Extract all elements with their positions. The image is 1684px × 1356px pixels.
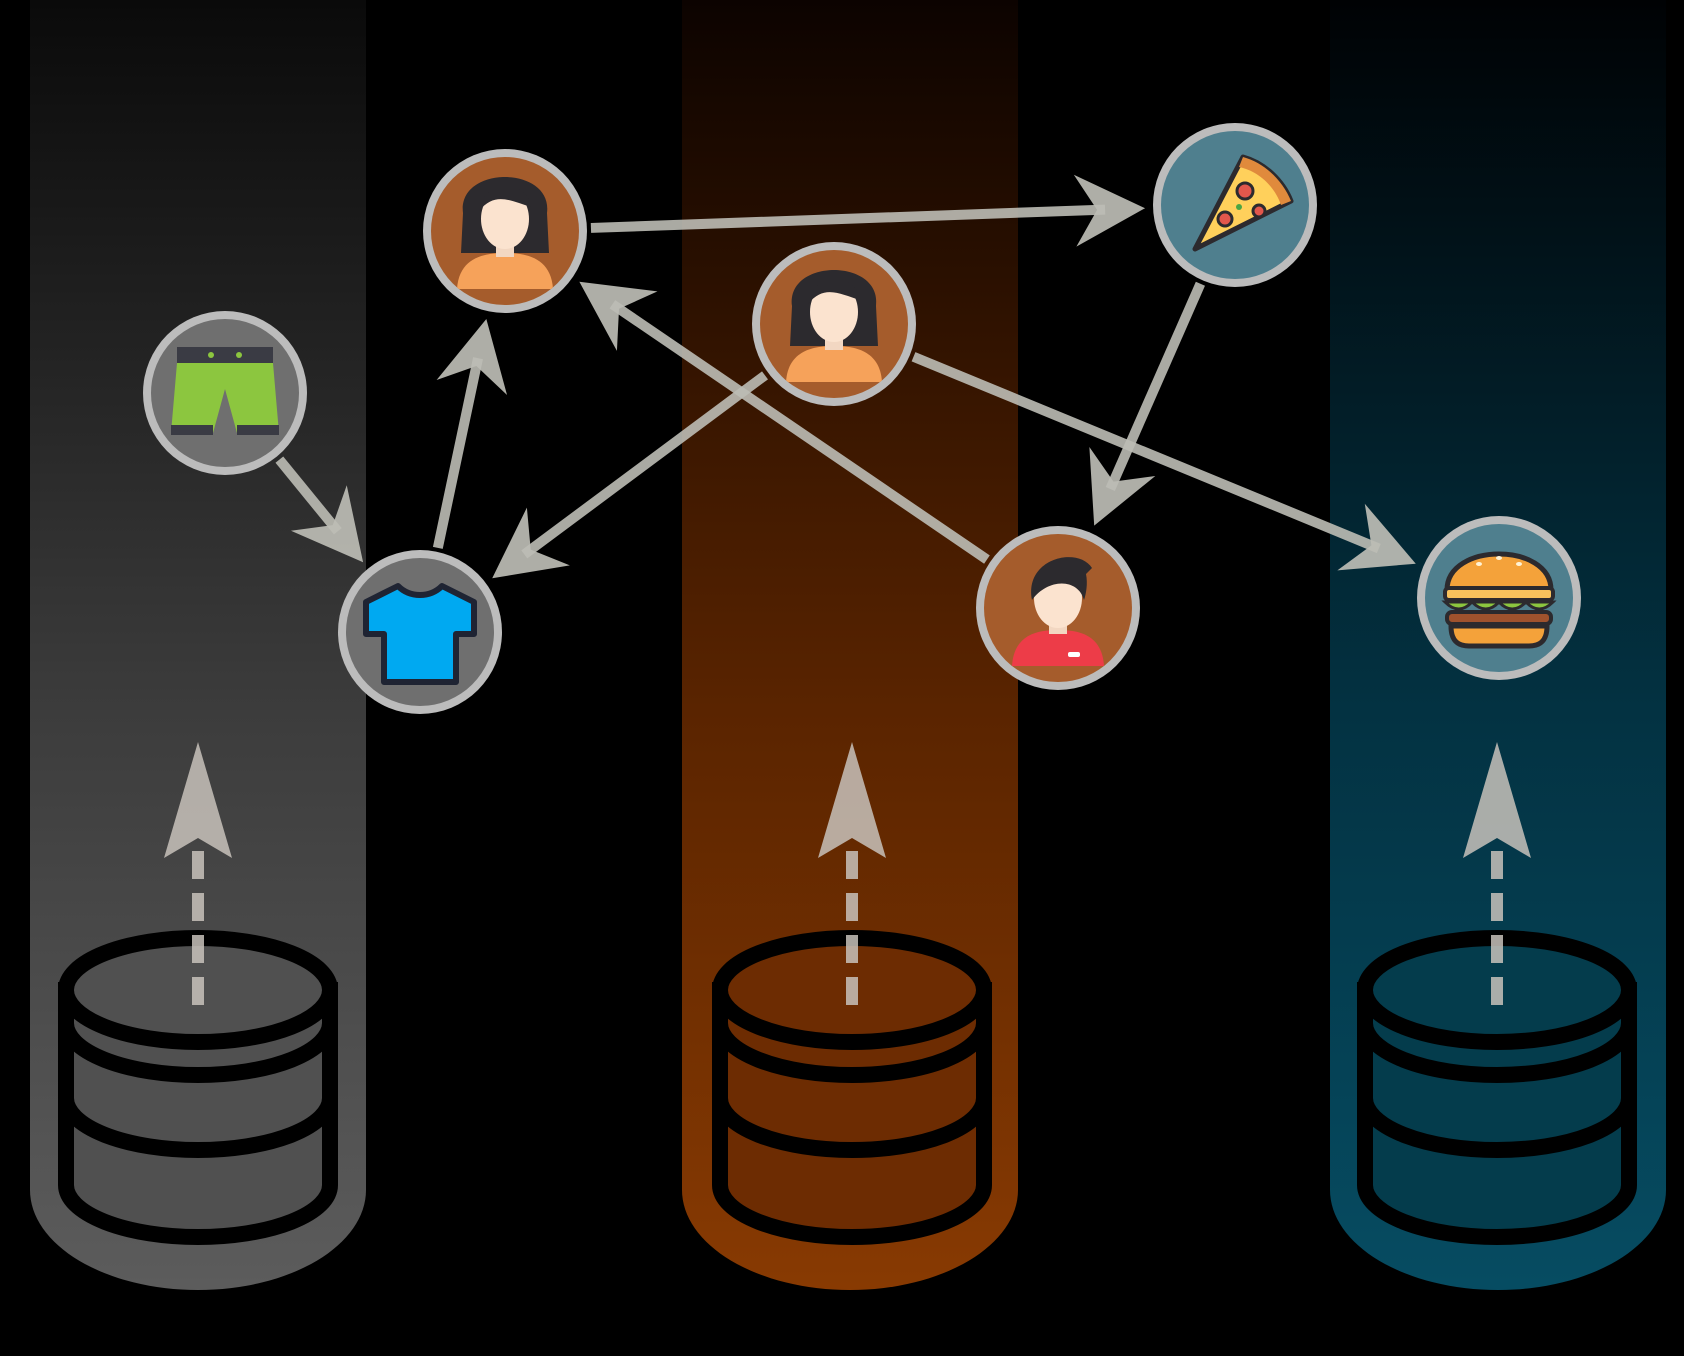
graph-nodes xyxy=(143,123,1581,714)
node-woman_b xyxy=(752,242,916,406)
tshirt-icon xyxy=(363,583,477,685)
node-disc xyxy=(151,319,299,467)
graph-edges xyxy=(275,174,1416,579)
edge-shorts-to-tshirt xyxy=(275,456,364,563)
edge-man-to-woman_a xyxy=(579,281,990,564)
edge-tshirt-to-woman_a xyxy=(432,319,508,549)
man-avatar-icon xyxy=(1012,557,1104,666)
edge-woman_a-to-pizza xyxy=(590,174,1146,247)
woman-avatar-icon xyxy=(786,270,882,382)
dashed-up-arrow xyxy=(1463,742,1531,1005)
edge-woman_b-to-burger xyxy=(911,352,1416,571)
edge-pizza-to-man xyxy=(1089,281,1205,526)
node-man xyxy=(976,526,1140,690)
edge-woman_b-to-tshirt xyxy=(492,371,768,579)
node-shorts xyxy=(143,311,307,475)
woman-avatar-icon xyxy=(457,177,553,289)
node-burger xyxy=(1417,516,1581,680)
shorts-icon xyxy=(171,347,279,435)
pizza-icon xyxy=(1192,154,1294,252)
dashed-up-arrow xyxy=(164,742,232,1005)
node-tshirt xyxy=(338,550,502,714)
burger-icon xyxy=(1441,551,1557,649)
node-pizza xyxy=(1153,123,1317,287)
dashed-up-arrow xyxy=(818,742,886,1005)
database-icon xyxy=(1357,930,1637,1245)
node-woman_a xyxy=(423,149,587,313)
ingest-arrows xyxy=(164,742,1531,1005)
